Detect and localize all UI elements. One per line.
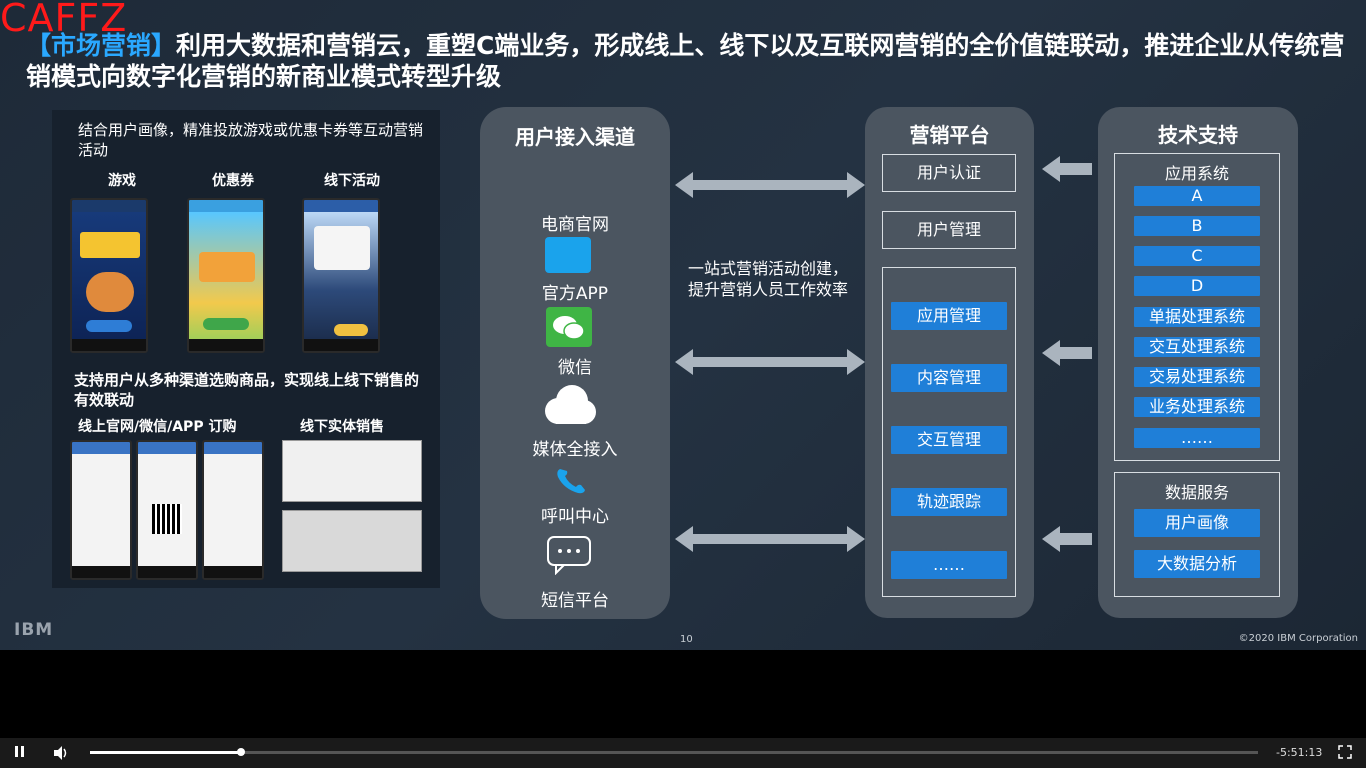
order-screenshot-3 [202,440,264,580]
system-a[interactable]: A [1134,186,1260,206]
channel-web-label: 电商官网 [541,215,609,235]
module-app-management[interactable]: 应用管理 [891,302,1007,330]
marketing-examples-panel: 结合用户画像，精准投放游戏或优惠卡券等互动营销活动 游戏 优惠券 线下活动 [52,110,440,588]
module-track[interactable]: 轨迹跟踪 [891,488,1007,516]
service-user-profile[interactable]: 用户画像 [1134,509,1260,537]
seek-bar[interactable] [90,748,1258,756]
seek-progress [90,751,241,754]
title-tag: 【市场营销】 [26,31,177,60]
module-content-management[interactable]: 内容管理 [891,364,1007,392]
module-more[interactable]: …… [891,551,1007,579]
double-arrow-icon [675,349,865,375]
channel-wechat-label: 微信 [558,358,592,378]
pos-screenshot-2 [282,510,422,572]
sms-icon [546,535,594,576]
tech-title: 技术支持 [1158,123,1238,147]
system-transaction-processing[interactable]: 交易处理系统 [1134,367,1260,387]
system-c[interactable]: C [1134,246,1260,266]
label-game: 游戏 [108,173,136,189]
watermark: CAFFZ [0,0,128,40]
system-d[interactable]: D [1134,276,1260,296]
module-interaction-management[interactable]: 交互管理 [891,426,1007,454]
order-screenshot-1 [70,440,132,580]
platform-modules-box: 应用管理 内容管理 交互管理 轨迹跟踪 …… [882,267,1016,597]
double-arrow-icon [675,172,865,198]
user-auth-box: 用户认证 [882,154,1016,192]
copyright: ©2020 IBM Corporation [1238,633,1358,644]
offline-event-screenshot [302,198,380,353]
label-offline-sales: 线下实体销售 [300,419,384,435]
user-channels-panel: 用户接入渠道 电商官网 官方APP 微信 媒体全接入 呼叫中心 短信平台 [480,107,670,619]
channel-media-label: 媒体全接入 [532,440,618,460]
examples-intro: 结合用户画像，精准投放游戏或优惠卡券等互动营销活动 [78,121,424,159]
order-screenshot-2 [136,440,198,580]
game-screenshot [70,198,148,353]
wechat-icon [546,307,592,347]
pos-screenshot-1 [282,440,422,502]
channel-sms-label: 短信平台 [541,591,609,611]
left-arrow-icon [1042,156,1092,182]
page-number: 10 [680,634,693,645]
data-services-box: 数据服务 用户画像 大数据分析 [1114,472,1280,597]
label-coupon: 优惠券 [212,173,254,189]
presentation-slide: CAFFZ 【市场营销】利用大数据和营销云，重塑C端业务，形成线上、线下以及互联… [0,0,1366,650]
system-document-processing[interactable]: 单据处理系统 [1134,307,1260,327]
cloud-icon [538,383,600,427]
system-business-processing[interactable]: 业务处理系统 [1134,397,1260,417]
app-systems-title: 应用系统 [1164,164,1229,183]
channel-app-label: 官方APP [541,284,609,304]
time-remaining: -5:51:13 [1276,746,1323,759]
double-arrow-icon [675,526,865,552]
system-b[interactable]: B [1134,216,1260,236]
system-interaction-processing[interactable]: 交互处理系统 [1134,337,1260,357]
one-stop-note: 一站式营销活动创建，提升营销人员工作效率 [688,259,849,299]
title-text: 利用大数据和营销云，重塑C端业务，形成线上、线下以及互联网营销的全价值链联动，推… [26,31,1345,91]
volume-icon[interactable] [52,744,70,762]
system-more[interactable]: …… [1134,428,1260,448]
video-controls: -5:51:13 [0,738,1366,768]
examples-intro-2: 支持用户从多种渠道选购商品，实现线上线下销售的有效联动 [74,371,420,409]
left-arrow-icon [1042,340,1092,366]
label-offline: 线下活动 [324,173,380,189]
service-big-data[interactable]: 大数据分析 [1134,550,1260,578]
left-arrow-icon [1042,526,1092,552]
marketing-platform-panel: 营销平台 用户认证 用户管理 应用管理 内容管理 交互管理 轨迹跟踪 …… [865,107,1034,618]
phone-icon [552,463,592,497]
label-online-order: 线上官网/微信/APP 订购 [78,419,237,435]
app-systems-box: 应用系统 A B C D 单据处理系统 交互处理系统 交易处理系统 业务处理系统… [1114,153,1280,461]
channel-callcenter-label: 呼叫中心 [541,507,609,527]
seek-handle[interactable] [237,748,245,756]
channels-title: 用户接入渠道 [515,125,635,149]
pause-button[interactable] [12,744,28,762]
data-services-title: 数据服务 [1164,483,1229,502]
slide-title: 【市场营销】利用大数据和营销云，重塑C端业务，形成线上、线下以及互联网营销的全价… [26,30,1346,92]
fullscreen-icon[interactable] [1338,745,1352,759]
pause-icon [15,746,18,757]
coupon-screenshot [187,198,265,353]
user-management-box: 用户管理 [882,211,1016,249]
tech-support-panel: 技术支持 应用系统 A B C D 单据处理系统 交互处理系统 交易处理系统 业… [1098,107,1298,618]
ibm-logo: IBM [14,620,54,640]
app-icon [545,237,591,273]
platform-title: 营销平台 [909,123,990,147]
